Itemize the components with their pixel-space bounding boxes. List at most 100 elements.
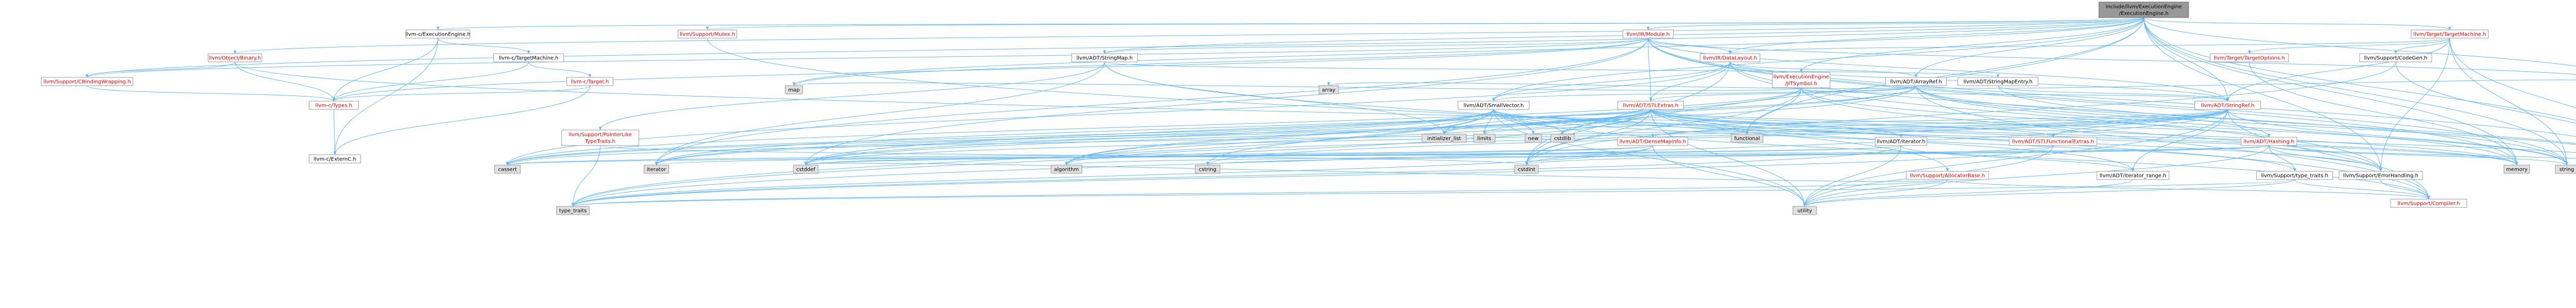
edge-root-to-n_ir_module: [1647, 17, 2144, 30]
edge-n_adt_stringmapentry-to-l_optional: [1997, 85, 2576, 144]
edge-root-to-n_target_machine: [2143, 17, 2451, 30]
node-l-cstddef: cstddef: [793, 165, 819, 174]
edge-n_adt_stringref-to-l_limits: [1483, 109, 2228, 135]
edge-n_support_allocatorbase-to-n_support_compiler: [1947, 179, 2430, 200]
node-box: [2359, 53, 2432, 62]
node-n-c-target[interactable]: llvm-c/Target.h: [566, 77, 614, 86]
edge-n_adt_stlextras-to-l_type_traits: [571, 109, 1651, 207]
node-n-adt-smallvector[interactable]: llvm/ADT/SmallVector.h: [1458, 101, 1530, 110]
edge-n_target_machine-to-l_optional: [2449, 38, 2576, 108]
node-n-object-binary[interactable]: llvm/Object/Binary.h: [208, 53, 262, 62]
edge-n_target_machine-to-n_support_errorhandling: [2379, 38, 2450, 172]
node-n-c-types[interactable]: llvm-c/Types.h: [309, 101, 359, 110]
edge-root-to-n_support_cbw: [86, 17, 2144, 78]
edge-n_support_type_traits-to-l_type_traits: [572, 179, 2295, 207]
node-box: [556, 206, 590, 215]
node-label: llvm/Object/Binary.h: [209, 56, 261, 61]
edge-n_adt_smallvector-to-l_cstdlib: [1493, 109, 1564, 135]
node-label: llvm-c/ExecutionEngine.h: [405, 32, 471, 38]
node-n-c-externc[interactable]: llvm-c/ExternC.h: [309, 154, 361, 164]
node-n-adt-stlfunctionalextras[interactable]: llvm/ADT/STLFunctionalExtras.h: [2009, 137, 2097, 146]
node-n-support-compiler[interactable]: llvm/Support/Compiler.h: [2390, 199, 2467, 208]
node-box: [2338, 171, 2423, 180]
edge-n_support_codegen-to-l_optional: [2395, 61, 2576, 124]
edge-root-to-n_adt_stringref: [2143, 17, 2229, 102]
node-n-support-cbw[interactable]: llvm/Support/CBindingWrapping.h: [41, 77, 133, 86]
edge-root-to-n_adt_smallvector: [1492, 17, 2144, 102]
node-label: iterator: [647, 167, 666, 173]
edge-n_adt_smallvector-to-l_cassert: [506, 109, 1494, 166]
node-n-ee-jitsymbol[interactable]: llvm/ExecutionEngine/JITSymbol.h: [1772, 72, 1831, 88]
edge-root-to-l_functional: [1745, 17, 2144, 135]
edge-n_adt_stlextras-to-l_optional: [1650, 109, 2576, 153]
edge-n_adt_stringref-to-n_adt_stlfunctionalextras: [2052, 109, 2228, 138]
node-n-adt-stlextras[interactable]: llvm/ADT/STLExtras.h: [1617, 101, 1684, 110]
edge-n_adt_iterator-to-n_adt_iterator_range: [1901, 145, 2134, 172]
node-label: new: [1528, 136, 1539, 142]
edge-n_ir_module-to-n_adt_stringref: [1648, 38, 2229, 102]
node-box: [1550, 134, 1575, 143]
node-label: llvm/Support/CBindingWrapping.h: [43, 79, 131, 85]
node-label: llvm/ADT/iterator_range.h: [2099, 173, 2166, 179]
node-box: [566, 77, 614, 86]
node-box: [677, 29, 737, 39]
node-box: [2009, 137, 2097, 146]
edge-n_adt_stringref-to-l_cassert: [506, 109, 2228, 166]
node-n-adt-iterator[interactable]: llvm/ADT/iterator.h: [1875, 137, 1927, 146]
edge-n_adt_smallvector-to-l_new: [1493, 109, 1535, 135]
node-l-cstdint: cstdint: [1514, 165, 1539, 174]
node-box: [1524, 134, 1542, 143]
node-n-c-targetmachine[interactable]: llvm-c/TargetMachine.h: [493, 53, 564, 62]
node-label: TypeTraits.h: [584, 139, 615, 144]
node-box: [2390, 199, 2467, 208]
node-n-adt-densemapinfo[interactable]: llvm/ADT/DenseMapInfo.h: [1617, 137, 1688, 146]
node-box: [561, 129, 639, 146]
node-n-adt-iterator-range[interactable]: llvm/ADT/iterator_range.h: [2096, 171, 2170, 180]
edge-n_ir_module-to-l_string: [1648, 38, 2568, 166]
node-n-target-options[interactable]: llvm/Target/TargetOptions.h: [2210, 53, 2289, 62]
node-label: llvm/Support/PointerLike: [569, 132, 632, 138]
edge-n_object_binary-to-n_support_cbw: [86, 61, 235, 78]
node-n-support-allocatorbase[interactable]: llvm/Support/AllocatorBase.h: [1906, 171, 1989, 180]
node-l-functional: functional: [1731, 134, 1764, 143]
node-box: [2256, 171, 2333, 180]
edge-root-to-n_ee_jitsymbol: [1800, 17, 2144, 73]
edge-n_adt_stlextras-to-n_adt_stlfunctionalextras: [1650, 109, 2055, 138]
node-l-map: map: [785, 85, 803, 94]
node-n-adt-stringref[interactable]: llvm/ADT/StringRef.h: [2194, 101, 2261, 110]
node-label: llvm/ADT/SmallVector.h: [1464, 103, 1524, 109]
edge-root-to-n_adt_arrayref: [1914, 17, 2144, 78]
edge-n_support_mutex-to-n_support_compiler: [707, 38, 2430, 200]
edge-n_adt_hashing-to-l_cstring: [1206, 145, 2269, 166]
edge-n_target_machine-to-n_support_codegen: [2394, 38, 2450, 54]
node-box: [793, 165, 819, 174]
node-box: [2503, 165, 2530, 174]
edge-n_support_type_traits-to-l_utility: [1803, 179, 2295, 207]
edge-n_support_errorhandling-to-n_support_compiler: [2380, 179, 2430, 200]
edge-n_support_allocatorbase-to-l_cstddef: [804, 161, 1948, 182]
node-n-ir-module[interactable]: llvm/IR/Module.h: [1622, 29, 1674, 39]
node-label: array: [1322, 88, 1335, 93]
edge-n_adt_stringref-to-n_support_compiler: [2227, 109, 2430, 200]
node-root[interactable]: include/llvm/ExecutionEngine/ExecutionEn…: [2098, 2, 2189, 18]
edge-n_target_machine-to-n_target_options: [2248, 38, 2450, 54]
node-n-c-ee[interactable]: llvm-c/ExecutionEngine.h: [405, 29, 471, 39]
node-n-support-type-traits[interactable]: llvm/Support/type_traits.h: [2256, 171, 2333, 180]
node-n-support-codegen[interactable]: llvm/Support/CodeGen.h: [2359, 53, 2432, 62]
node-n-adt-hashing[interactable]: llvm/ADT/Hashing.h: [2241, 137, 2297, 146]
node-box: [1622, 29, 1674, 39]
node-box: [1772, 72, 1831, 88]
node-n-support-mutex[interactable]: llvm/Support/Mutex.h: [677, 29, 737, 39]
node-n-ir-datalayout[interactable]: llvm/IR/DataLayout.h: [1700, 53, 1760, 62]
node-n-target-machine[interactable]: llvm/Target/TargetMachine.h: [2411, 29, 2489, 39]
edge-n_adt_stlextras-to-l_algorithm: [1065, 109, 1651, 166]
node-n-adt-stringmap[interactable]: llvm/ADT/StringMap.h: [1071, 53, 1138, 62]
node-n-support-errorhandling[interactable]: llvm/Support/ErrorHandling.h: [2338, 171, 2423, 180]
node-box: [309, 101, 359, 110]
node-box: [2411, 29, 2489, 39]
node-n-adt-stringmapentry[interactable]: llvm/ADT/StringMapEntry.h: [1957, 77, 2039, 86]
node-n-adt-arrayref[interactable]: llvm/ADT/ArrayRef.h: [1885, 77, 1947, 86]
edge-n_adt_stlextras-to-l_cstddef: [804, 109, 1651, 166]
